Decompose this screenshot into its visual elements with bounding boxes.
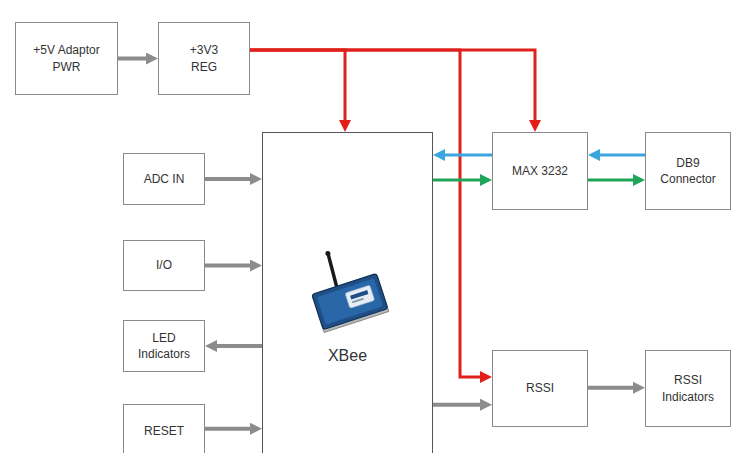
signal-connector (250, 50, 345, 125)
block-label: +3V3 REG (184, 42, 224, 74)
signal-connector (433, 403, 485, 407)
module-board (312, 273, 388, 329)
block-box: DB9 Connector (645, 132, 731, 210)
block-box: I/O (123, 240, 205, 291)
block-box: +3V3 REG (158, 22, 250, 95)
signal-connector (440, 154, 492, 157)
signal-connector (212, 344, 262, 348)
module-logo-mark (350, 290, 368, 299)
signal-connector (205, 264, 255, 268)
signal-connector (595, 154, 645, 157)
module-box: XBee (262, 132, 433, 453)
block-label: MAX 3232 (512, 163, 568, 179)
block-label: I/O (156, 257, 172, 273)
signal-connector (205, 177, 255, 181)
signal-connector (205, 427, 255, 431)
block-box: LED Indicators (123, 320, 205, 372)
block-box: MAX 3232 (492, 132, 588, 210)
block-label: RSSI Indicators (655, 372, 721, 404)
signal-connector (118, 57, 151, 61)
xbee-module-picture (301, 239, 389, 333)
block-label: DB9 Connector (655, 155, 721, 187)
signal-connector (588, 179, 638, 182)
block-label: XBee (328, 345, 367, 367)
signal-connector (250, 50, 485, 377)
block-box: RSSI (492, 350, 588, 427)
block-box: +5V Adaptor PWR (15, 22, 118, 95)
signal-connector (588, 386, 638, 390)
signal-connector (250, 50, 535, 125)
block-label: RESET (144, 423, 184, 439)
antenna-tip (325, 250, 331, 256)
block-label: RSSI (526, 380, 554, 396)
antenna-wire (326, 254, 338, 287)
block-label: ADC IN (144, 171, 185, 187)
signal-connector (433, 179, 485, 182)
module-logo-mark (352, 298, 364, 304)
block-box: RSSI Indicators (645, 350, 731, 427)
block-label: +5V Adaptor PWR (29, 42, 105, 74)
block-label: LED Indicators (131, 330, 197, 362)
module-logo-plate (345, 285, 375, 308)
block-box: RESET (123, 404, 205, 453)
module-shield (317, 278, 383, 324)
block-box: ADC IN (123, 153, 205, 205)
